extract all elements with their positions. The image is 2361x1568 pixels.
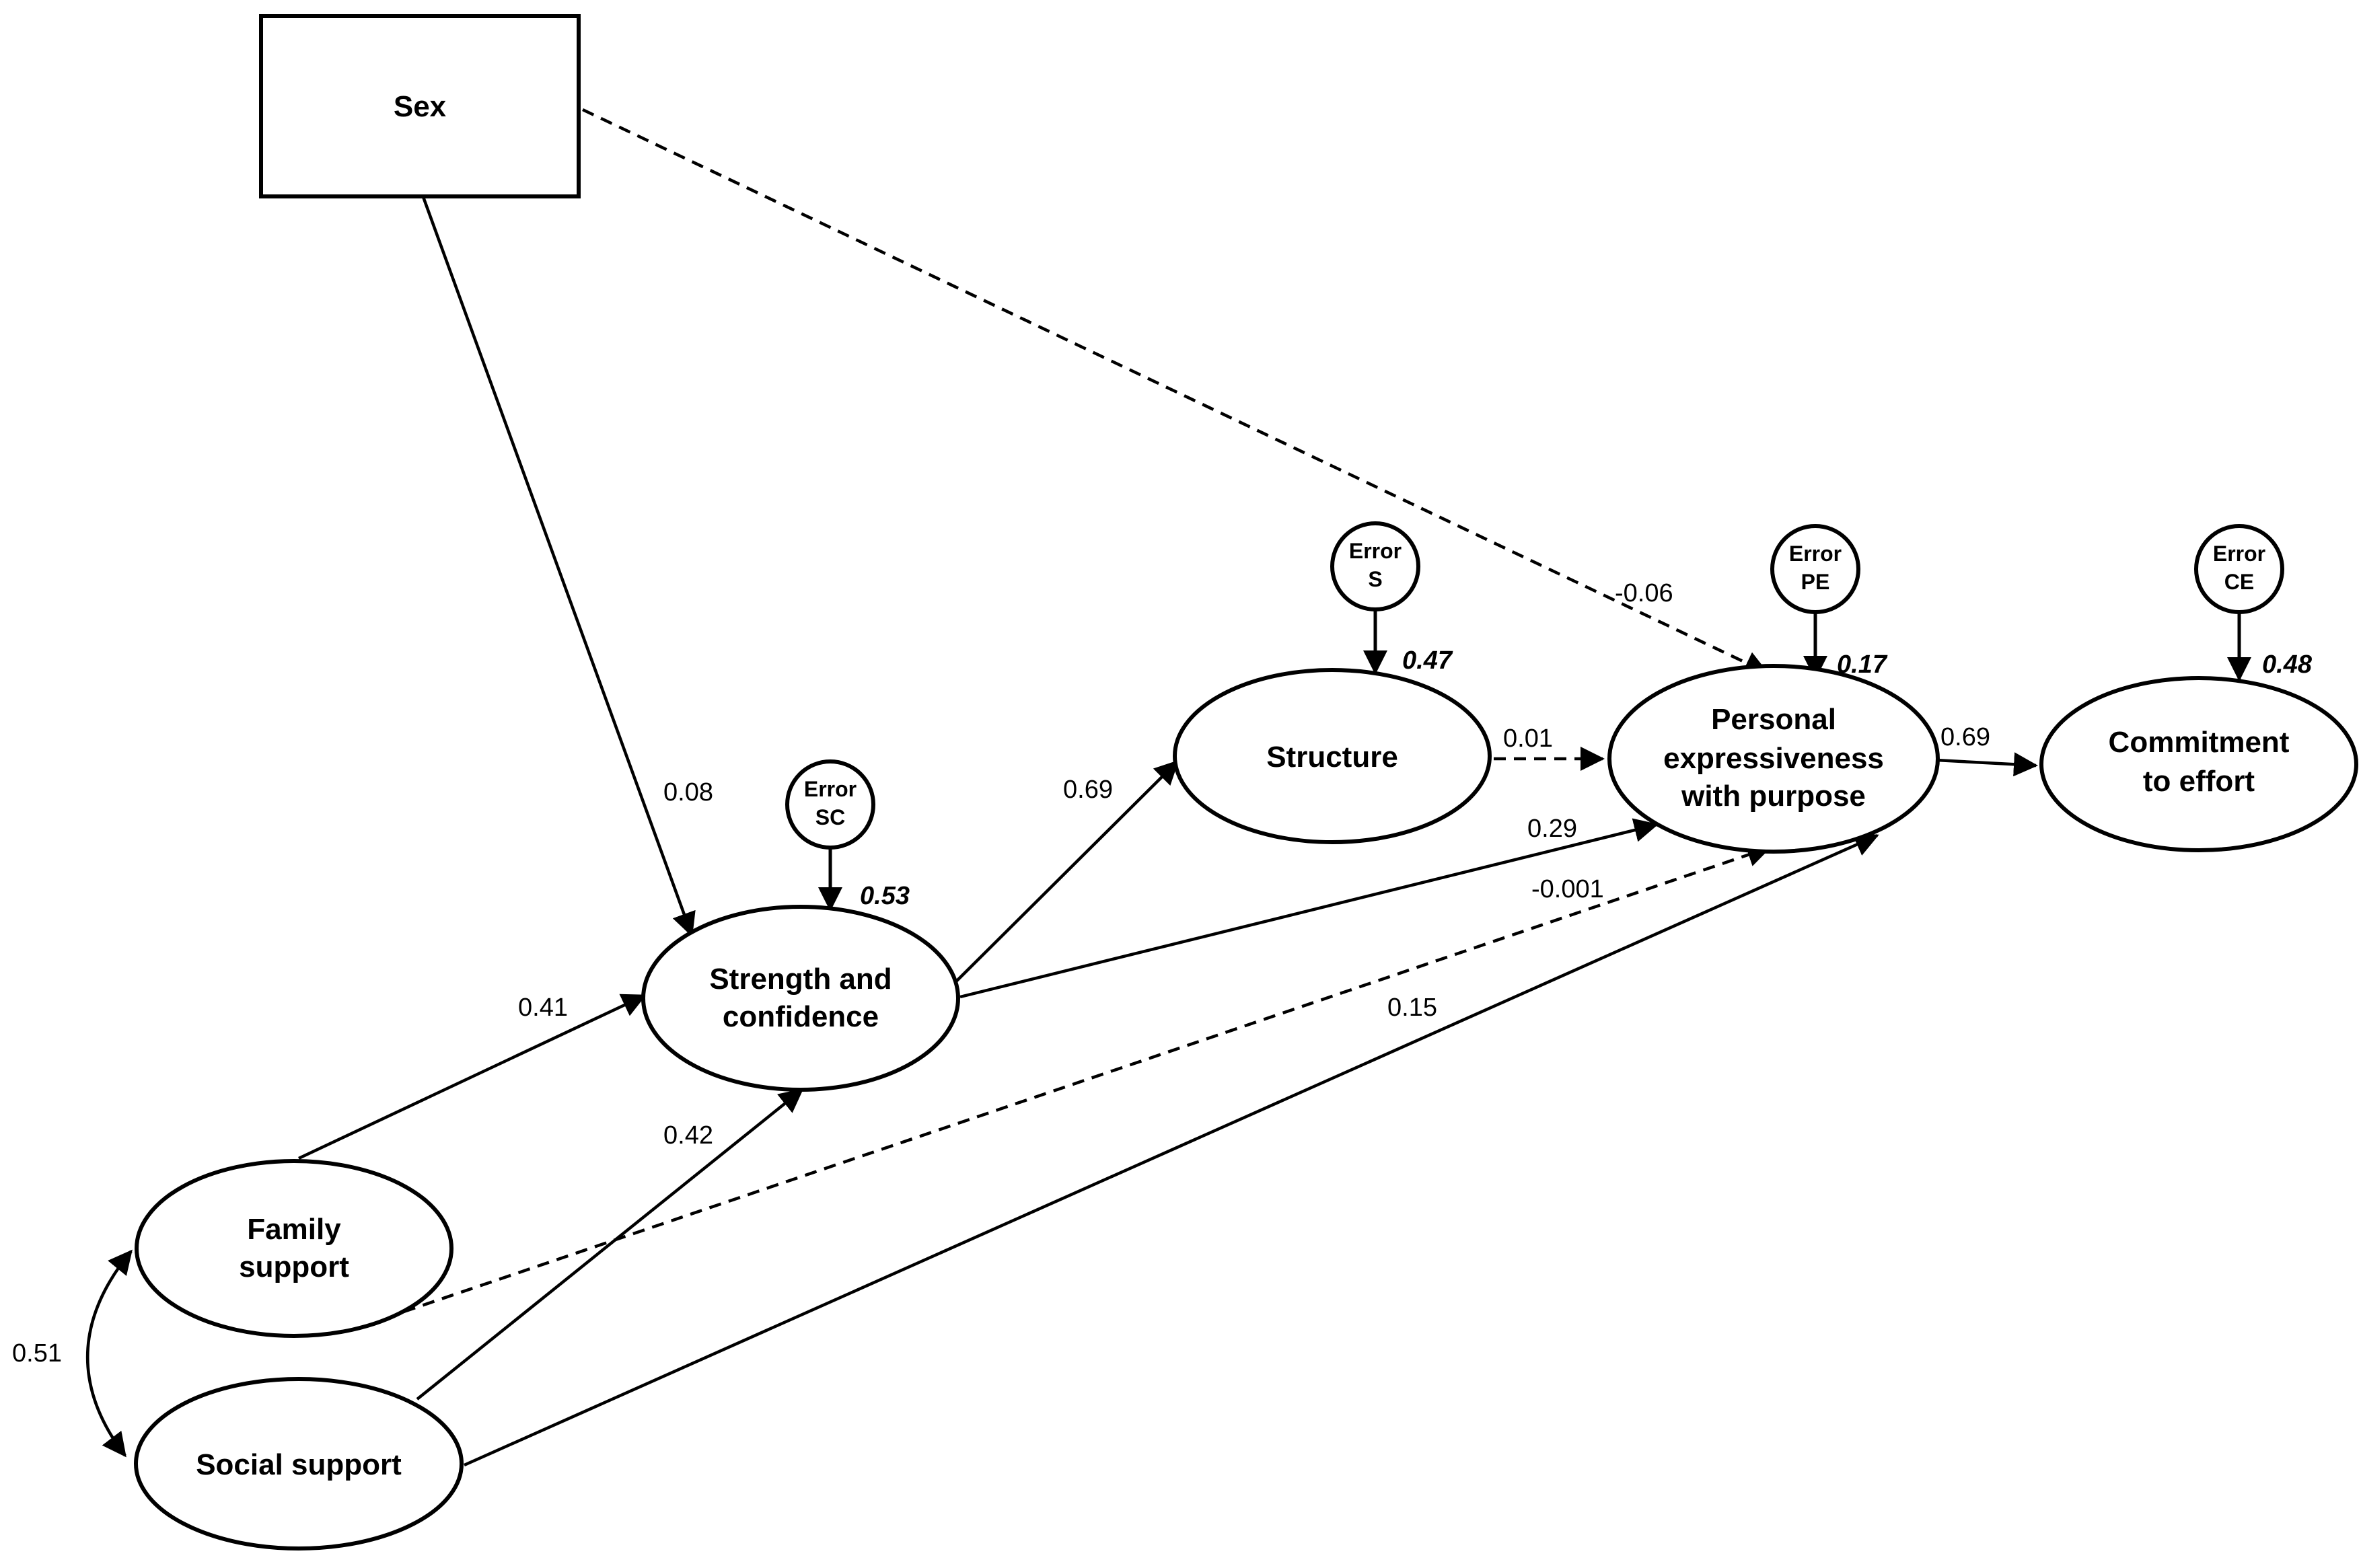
svg-text:Strength and: Strength and (709, 963, 892, 996)
svg-text:SC: SC (815, 805, 845, 829)
error-s: Error S (1330, 521, 1420, 611)
coef-strength-to-personal: 0.29 (1527, 815, 1577, 843)
node-family-support: Family support (135, 1159, 453, 1338)
svg-text:CE: CE (2224, 570, 2254, 594)
error-sc: Error SC (785, 759, 875, 850)
path-personal-to-commitment (1936, 752, 2038, 777)
node-label-line: Structure (1266, 741, 1398, 774)
svg-text:Social support: Social support (196, 1448, 402, 1481)
path-family-to-strength (298, 994, 647, 1160)
svg-text:Error: Error (1789, 542, 1842, 566)
svg-text:confidence: confidence (723, 1000, 879, 1033)
r2-commitment: 0.48 (2262, 650, 2313, 679)
error-label-line: Error (804, 777, 857, 801)
svg-text:Family: Family (247, 1213, 341, 1246)
coef-sex-to-personal: -0.06 (1615, 579, 1673, 607)
svg-text:expressiveness: expressiveness (1663, 742, 1884, 775)
svg-text:S: S (1368, 567, 1382, 591)
path-family-to-personal (403, 843, 1772, 1314)
error-label-line: PE (1801, 570, 1830, 594)
node-label-line: Family (247, 1213, 341, 1246)
error-label-line: S (1368, 567, 1382, 591)
node-label-line: expressiveness (1663, 742, 1884, 775)
coef-sex-to-strength: 0.08 (663, 778, 713, 807)
node-structure: Structure (1173, 668, 1492, 844)
error-pe: Error PE (1770, 524, 1860, 614)
node-label-line: support (239, 1250, 349, 1283)
node-social-support: Social support (134, 1377, 464, 1551)
svg-text:with purpose: with purpose (1681, 780, 1866, 813)
svg-text:PE: PE (1801, 570, 1830, 594)
svg-text:Error: Error (1349, 539, 1402, 563)
path-sex-to-strength (421, 194, 696, 937)
path-social-to-personal (464, 833, 1879, 1467)
paths-layer (85, 108, 2251, 1467)
coef-family-social-covariance: 0.51 (12, 1339, 62, 1368)
node-strength-and-confidence: Strength and confidence (641, 905, 960, 1092)
node-label-line: Social support (196, 1448, 402, 1481)
error-label-line: Error (1349, 539, 1402, 563)
node-label-line: Commitment (2109, 726, 2290, 759)
node-label-line: with purpose (1681, 780, 1866, 813)
svg-text:Commitment: Commitment (2109, 726, 2290, 759)
coef-strength-to-structure: 0.69 (1063, 776, 1113, 804)
node-label-line: confidence (723, 1000, 879, 1033)
svg-text:Sex: Sex (394, 90, 447, 123)
coef-social-to-strength: 0.42 (663, 1121, 713, 1150)
node-commitment-to-effort: Commitment to effort (2039, 676, 2358, 852)
node-label-line: Sex (394, 90, 447, 123)
path-sex-to-personal (582, 108, 1769, 675)
svg-text:Error: Error (804, 777, 857, 801)
svg-text:Structure: Structure (1266, 741, 1398, 774)
coef-social-to-personal: 0.15 (1387, 994, 1437, 1022)
path-social-to-strength (416, 1088, 804, 1401)
coef-personal-to-commitment: 0.69 (1940, 723, 1990, 751)
path-family-social-covariance (85, 1249, 133, 1458)
error-label-line: Error (1789, 542, 1842, 566)
coef-family-to-strength: 0.41 (518, 994, 568, 1022)
node-label-line: Personal (1711, 703, 1836, 736)
svg-text:to effort: to effort (2143, 765, 2255, 798)
svg-text:Error: Error (2213, 542, 2265, 566)
error-label-line: CE (2224, 570, 2254, 594)
r2-structure: 0.47 (1402, 646, 1453, 675)
error-label-line: SC (815, 805, 845, 829)
path-strength-to-structure (947, 759, 1179, 990)
svg-text:Personal: Personal (1711, 703, 1836, 736)
error-ce: Error CE (2194, 524, 2284, 614)
error-label-line: Error (2213, 542, 2265, 566)
coef-family-to-personal: -0.001 (1531, 875, 1604, 903)
node-sex: Sex (259, 14, 581, 198)
node-label-line: to effort (2143, 765, 2255, 798)
path-strength-to-personal (959, 818, 1659, 999)
svg-text:support: support (239, 1250, 349, 1283)
coef-structure-to-personal: 0.01 (1503, 724, 1553, 753)
node-label-line: Strength and (709, 963, 892, 996)
r2-personal: 0.17 (1837, 650, 1888, 679)
node-personal-expressiveness: Personal expressiveness with purpose (1607, 664, 1940, 854)
r2-strength: 0.53 (860, 882, 910, 910)
